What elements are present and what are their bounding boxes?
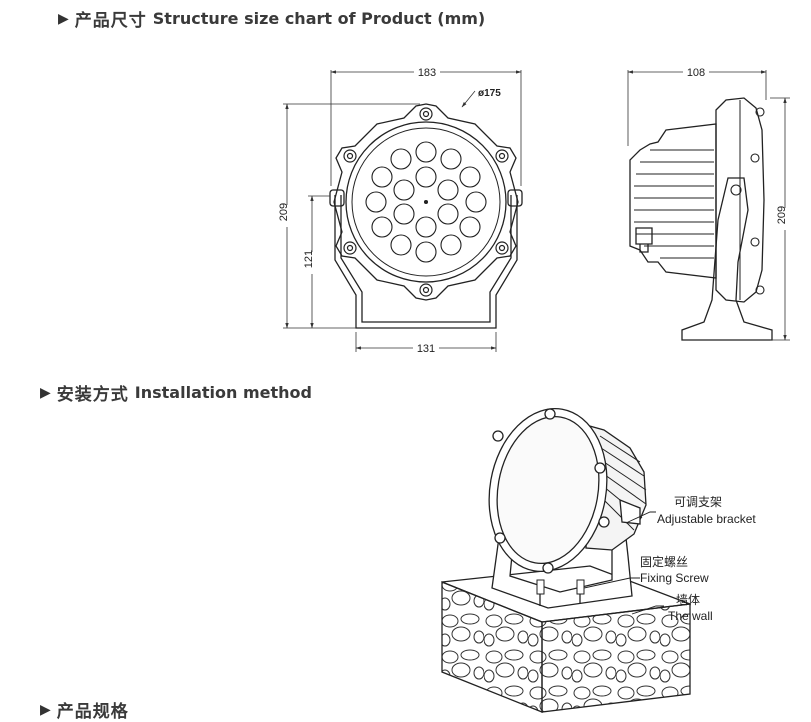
label-bracket-en: Adjustable bracket xyxy=(657,512,756,526)
section-title-zh: 产品规格 xyxy=(56,702,129,722)
section-title-en: Structure size chart of Product (mm) xyxy=(152,9,486,28)
dim-width-label: 183 xyxy=(418,67,436,79)
front-view xyxy=(329,103,523,329)
triangle-bullet-icon: ▶ xyxy=(40,701,51,718)
front-dimensions xyxy=(283,70,522,352)
label-wall-en: The wall xyxy=(668,609,713,623)
side-view xyxy=(629,97,773,341)
front-bracket xyxy=(329,189,523,329)
label-wall-zh: 墙体 xyxy=(676,593,700,607)
dim-bracket-width-label: 131 xyxy=(417,343,435,355)
wall-block xyxy=(441,565,691,713)
front-housing-outline xyxy=(333,103,519,301)
section-title-zh: 安装方式 xyxy=(56,385,129,405)
leader-bracket xyxy=(625,511,656,524)
section-heading-structure: ▶ 产品尺寸 Structure size chart of Product (… xyxy=(58,6,485,31)
install-lamp xyxy=(488,407,647,574)
label-screw-en: Fixing Screw xyxy=(640,571,709,585)
label-screw-zh: 固定螺丝 xyxy=(640,554,688,569)
section-heading-spec: ▶ 产品规格 xyxy=(40,697,129,722)
installation-illustration xyxy=(441,407,691,713)
label-bracket-zh: 可调支架 xyxy=(674,495,722,509)
side-depth-label: 108 xyxy=(687,67,705,79)
leader-wall xyxy=(631,605,664,615)
dim-height-label: 209 xyxy=(278,203,290,221)
triangle-bullet-icon: ▶ xyxy=(58,10,69,27)
side-cable-gland xyxy=(635,227,653,253)
triangle-bullet-icon: ▶ xyxy=(40,384,51,401)
front-ear-bolts xyxy=(343,107,509,297)
dim-diameter-label: ø175 xyxy=(478,88,501,99)
side-fins xyxy=(634,149,714,259)
side-height-label: 209 xyxy=(776,206,788,224)
side-heatsink-body xyxy=(629,123,717,279)
side-dimensions xyxy=(627,70,790,341)
fixing-screws xyxy=(536,579,585,595)
section-title-zh: 产品尺寸 xyxy=(74,11,147,31)
front-lens-ring xyxy=(351,127,501,277)
section-heading-installation: ▶ 安装方式 Installation method xyxy=(40,380,312,405)
side-bracket xyxy=(681,177,773,341)
front-led-array xyxy=(365,141,487,263)
dim-bracket-height-label: 121 xyxy=(303,250,315,268)
side-front-bezel xyxy=(715,97,765,303)
section-title-en: Installation method xyxy=(134,383,312,402)
leader-screw xyxy=(583,577,640,589)
front-bezel-ring xyxy=(345,121,507,283)
